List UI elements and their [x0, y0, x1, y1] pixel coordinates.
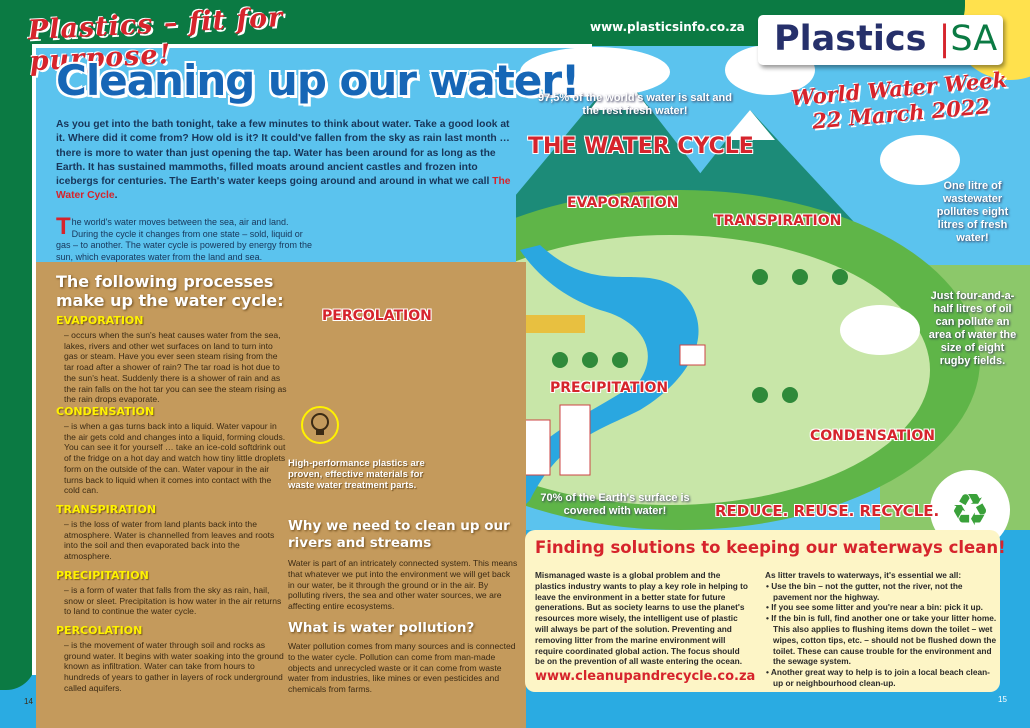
process-text: – is the movement of water through soil … — [64, 640, 284, 693]
list-item: • Another great way to help is to join a… — [766, 667, 990, 688]
intro-highlight: The Water Cycle — [56, 176, 511, 202]
list-item-text: Use the bin – not the gutter, not the ri… — [771, 580, 963, 602]
solutions-text: Mismanaged waste is a global problem and… — [535, 570, 749, 667]
process-text: – is the loss of water from land plants … — [64, 519, 275, 562]
plastics-sa-logo: Plastics |SA — [758, 15, 1003, 65]
pollution-heading: What is water pollution? — [288, 619, 475, 636]
list-item-text: If you see some litter and you're near a… — [771, 602, 983, 613]
header-url[interactable]: www.plasticsinfo.co.za — [590, 20, 745, 34]
intro-body: As you get into the bath tonight, take a… — [56, 119, 510, 188]
label-precipitation: PRECIPITATION — [550, 380, 669, 396]
label-condensation: CONDENSATION — [810, 428, 936, 444]
high-performance-note: High-performance plastics are proven, ef… — [288, 458, 425, 491]
solutions-list: As litter travels to waterways, it's ess… — [765, 570, 997, 689]
solutions-heading: Finding solutions to keeping our waterwa… — [535, 538, 1006, 557]
logo-text: Plastics — [774, 19, 927, 59]
intro-para2-text: he world's water moves between the sea, … — [56, 217, 312, 262]
solutions-box: Finding solutions to keeping our waterwa… — [525, 530, 1006, 692]
page-title: Cleaning up our water! — [56, 56, 580, 105]
process-precipitation: PRECIPITATION – is a form of water that f… — [56, 569, 288, 617]
page-number-right: 15 — [998, 695, 1007, 704]
pollution-text: Water pollution comes from many sources … — [288, 640, 516, 695]
wastewater-fact: One litre of wastewater pollutes eight l… — [936, 180, 1009, 244]
list-item-text: Another great way to help is to join a l… — [770, 667, 990, 688]
label-percolation: PERCOLATION — [322, 308, 432, 324]
water-cycle-title: THE WATER CYCLE — [528, 134, 754, 159]
why-text: Water is part of an intricately connecte… — [288, 558, 518, 612]
process-percolation: PERCOLATION – is the movement of water th… — [56, 624, 288, 694]
logo-separator: | — [938, 19, 951, 59]
process-title: EVAPORATION — [56, 314, 144, 327]
left-green-strip — [0, 0, 36, 690]
process-evaporation: EVAPORATION – occurs when the sun's heat … — [56, 314, 288, 405]
lightbulb-gear-icon — [301, 406, 339, 444]
list-item: • If the bin is full, find another one o… — [766, 613, 997, 667]
dropcap: T — [56, 213, 71, 240]
intro-panel — [36, 48, 516, 262]
oil-fact: Just four-and-a-half litres of oil can p… — [928, 290, 1017, 367]
divider — [32, 44, 592, 48]
salt-water-fact: 97,5% of the world's water is salt and t… — [538, 92, 732, 117]
cleanup-website-link[interactable]: www.cleanupandrecycle.co.za — [535, 669, 756, 684]
process-title: TRANSPIRATION — [56, 503, 157, 516]
intro-end: . — [114, 190, 118, 202]
recycle-icon: ♻ — [950, 486, 989, 535]
process-transpiration: TRANSPIRATION – is the loss of water from… — [56, 503, 288, 562]
why-heading: Why we need to clean up our rivers and s… — [288, 518, 510, 551]
label-evaporation: EVAPORATION — [567, 195, 679, 211]
process-title: PRECIPITATION — [56, 569, 149, 582]
buildings — [399, 274, 706, 476]
process-title: CONDENSATION — [56, 405, 155, 418]
process-text: – occurs when the sun's heat causes wate… — [64, 330, 287, 405]
process-text: – is a form of water that falls from the… — [64, 585, 282, 617]
processes-heading: The following processes make up the wate… — [56, 272, 284, 310]
logo-text-sa: SA — [950, 19, 998, 59]
surface-water-fact: 70% of the Earth's surface is covered wi… — [540, 492, 690, 517]
list-item-text: If the bin is full, find another one or … — [771, 613, 997, 667]
process-condensation: CONDENSATION – is when a gas turns back i… — [56, 405, 288, 496]
page-number-left: 14 — [24, 697, 33, 706]
divider — [32, 45, 36, 675]
intro-text: As you get into the bath tonight, take a… — [56, 118, 516, 204]
process-text: – is when a gas turns back into a liquid… — [64, 421, 286, 496]
list-item: • If you see some litter and you're near… — [766, 602, 983, 613]
recycle-slogan: REDUCE. REUSE. RECYCLE. — [715, 502, 940, 520]
label-transpiration: TRANSPIRATION — [714, 213, 842, 229]
processes-panel — [36, 262, 526, 728]
list-item: • Use the bin – not the gutter, not the … — [766, 580, 963, 602]
process-title: PERCOLATION — [56, 624, 143, 637]
why-section: Why we need to clean up our rivers and s… — [288, 518, 518, 695]
list-intro: As litter travels to waterways, it's ess… — [765, 570, 962, 580]
